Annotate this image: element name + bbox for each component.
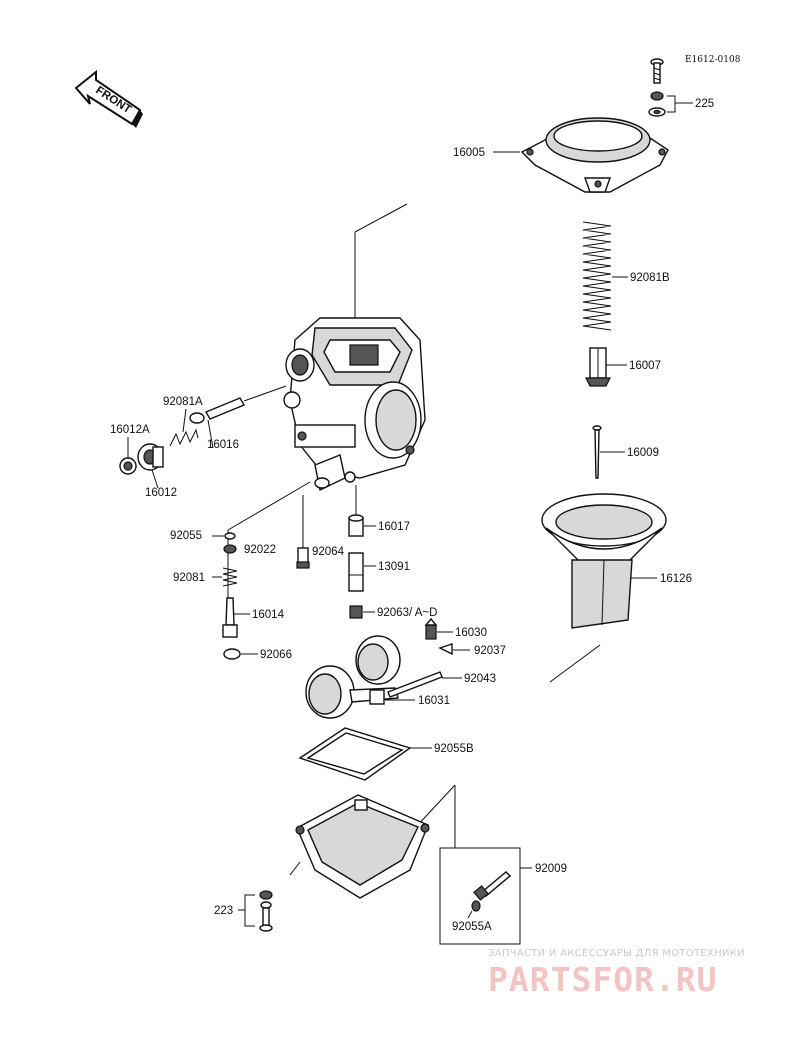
label-92081: 92081 bbox=[173, 572, 205, 584]
label-92055a: 92055A bbox=[452, 921, 492, 933]
label-92063: 92063/ A~D bbox=[377, 607, 437, 619]
label-16126: 16126 bbox=[660, 573, 692, 585]
main-jet-92063-icon bbox=[349, 605, 363, 619]
drain-screw-92009-icon bbox=[473, 871, 512, 901]
needle-jet-16017-icon bbox=[348, 514, 364, 537]
oring-92055-icon bbox=[224, 532, 236, 540]
label-13091: 13091 bbox=[378, 561, 410, 573]
watermark-caption: ЗАПЧАСТИ И АКСЕССУАРЫ ДЛЯ МОТОТЕХНИКИ bbox=[488, 948, 745, 959]
gasket-92055b-icon bbox=[298, 727, 412, 781]
spring-92081-icon bbox=[222, 567, 238, 587]
front-arrow-icon bbox=[74, 69, 143, 128]
label-92064: 92064 bbox=[312, 546, 345, 558]
needle-holder-16007-icon bbox=[585, 347, 611, 387]
washer-92022-icon bbox=[223, 544, 237, 554]
label-92081a: 92081A bbox=[163, 396, 203, 408]
watermark-logo: PARTSFOR.RU bbox=[488, 960, 718, 999]
plug-16012-icon bbox=[137, 443, 164, 471]
label-92055: 92055 bbox=[170, 530, 202, 542]
label-92009: 92009 bbox=[535, 863, 567, 875]
label-16017: 16017 bbox=[378, 521, 410, 533]
label-16016: 16016 bbox=[207, 439, 239, 451]
oring-92055a-icon bbox=[471, 900, 481, 912]
kit-box-92009 bbox=[439, 847, 521, 945]
top-cover-16005-icon bbox=[520, 117, 669, 193]
float-16031-icon bbox=[305, 635, 401, 719]
pilot-screw-16016-icon bbox=[189, 385, 287, 424]
spring-92081b-icon bbox=[582, 221, 612, 331]
label-16005: 16005 bbox=[453, 147, 485, 159]
label-92055b: 92055B bbox=[434, 743, 474, 755]
cap-16012a-icon bbox=[119, 457, 137, 475]
label-16014: 16014 bbox=[252, 609, 285, 621]
label-92081b: 92081B bbox=[630, 272, 670, 284]
label-92066: 92066 bbox=[260, 649, 292, 661]
jet-needle-16009-icon bbox=[592, 425, 602, 479]
label-223: 223 bbox=[214, 905, 233, 917]
label-16030: 16030 bbox=[455, 627, 487, 639]
screw-225-icon bbox=[650, 58, 664, 84]
label-92037: 92037 bbox=[474, 645, 506, 657]
float-valve-16030-icon bbox=[424, 617, 438, 640]
washer-225-icon bbox=[648, 91, 666, 117]
label-16012: 16012 bbox=[145, 487, 177, 499]
label-92022: 92022 bbox=[244, 544, 276, 556]
label-225: 225 bbox=[695, 98, 714, 110]
holder-13091-icon bbox=[348, 552, 364, 592]
diagram-code: E1612-0108 bbox=[685, 55, 741, 65]
clip-92037-icon bbox=[438, 643, 453, 656]
label-16012a: 16012A bbox=[110, 424, 150, 436]
carburetor-body-icon bbox=[283, 317, 426, 492]
oring-92066-icon bbox=[223, 648, 241, 660]
label-92043: 92043 bbox=[464, 673, 496, 685]
pin-92043-icon bbox=[387, 671, 443, 698]
screw-223-icon bbox=[259, 890, 273, 932]
screw-16014-icon bbox=[222, 597, 238, 638]
label-16031: 16031 bbox=[418, 695, 450, 707]
spring-92081a-icon bbox=[169, 428, 199, 447]
float-bowl-icon bbox=[295, 794, 430, 899]
label-16009: 16009 bbox=[627, 447, 659, 459]
jet-92064-icon bbox=[296, 547, 310, 569]
label-16007: 16007 bbox=[629, 360, 661, 372]
vacuum-piston-16126-icon bbox=[541, 493, 667, 629]
